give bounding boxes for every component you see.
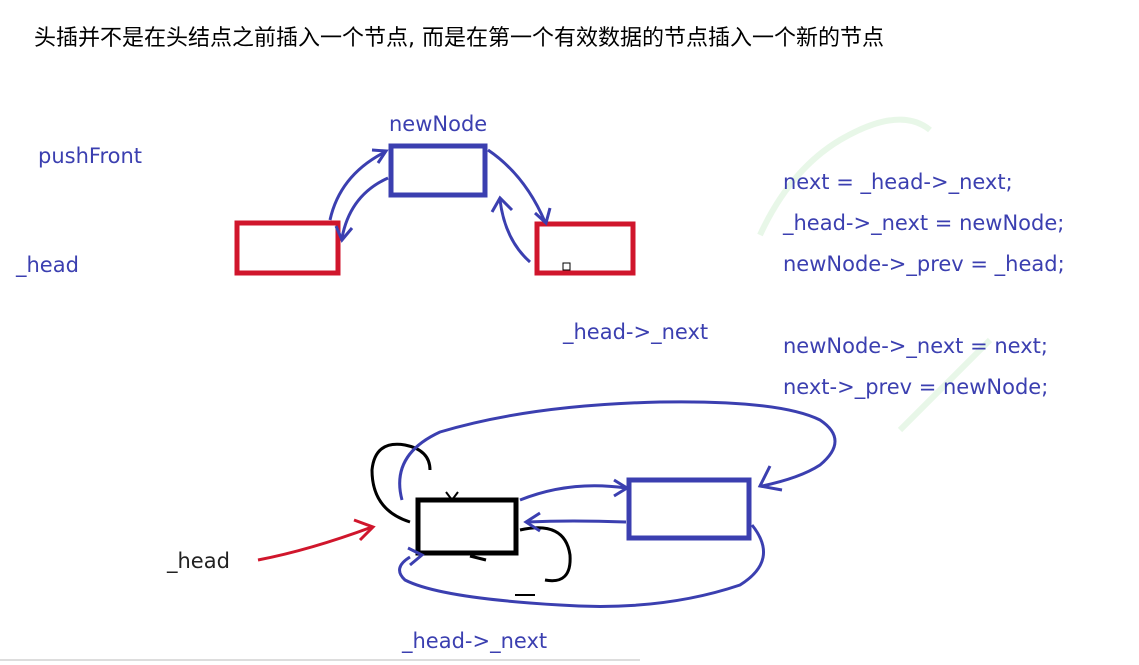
bottom-new-node-box xyxy=(626,477,752,541)
arrow-bottom-head-to-newnode xyxy=(519,484,627,502)
arrow-newnode-to-head xyxy=(340,176,389,239)
arrow-head-to-newnode xyxy=(328,150,386,221)
cursor-marker xyxy=(562,262,571,271)
new-node-box xyxy=(388,143,488,198)
arrowhead-6 xyxy=(523,511,541,533)
code-line: next->_prev = newNode; xyxy=(783,375,1049,399)
self-loop-top-tip xyxy=(445,491,459,502)
arrowhead-4 xyxy=(490,195,514,213)
code-line: newNode->_next = next; xyxy=(783,334,1048,358)
self-loop-bottom-tip xyxy=(469,554,487,562)
head-pointer-arrowhead xyxy=(353,518,376,542)
outer-loop-bottom xyxy=(398,524,766,608)
arrowhead-2 xyxy=(334,225,354,243)
head-pointer-arrow xyxy=(257,525,373,562)
arrowhead-3 xyxy=(533,207,552,226)
watermark xyxy=(757,116,993,433)
bottom-head-label: _head xyxy=(167,549,230,573)
arrow-next-to-newnode xyxy=(498,199,531,264)
arrow-bottom-newnode-to-head xyxy=(527,519,627,524)
pushfront-label: pushFront xyxy=(38,144,143,168)
arrowhead-7 xyxy=(757,465,783,492)
arrowhead-5 xyxy=(613,478,630,498)
arrowhead-8 xyxy=(407,546,425,567)
newnode-label: newNode xyxy=(389,112,488,136)
head-label: _head xyxy=(16,253,79,277)
code-line: next = _head->_next; xyxy=(783,170,1013,194)
head-node-box xyxy=(234,220,341,276)
code-line: _head->_next = newNode; xyxy=(783,211,1065,235)
outer-loop-top xyxy=(398,400,837,501)
next-node-box xyxy=(534,221,636,276)
bottom-head-next-label: _head->_next xyxy=(402,629,548,653)
arrowhead-1 xyxy=(371,148,389,164)
head-next-label: _head->_next xyxy=(563,320,709,344)
code-line: newNode->_prev = _head; xyxy=(783,252,1065,276)
arrow-newnode-to-next xyxy=(487,148,547,223)
bottom-head-node-box xyxy=(415,497,519,556)
self-loop-top xyxy=(370,442,432,524)
self-loop-bottom xyxy=(519,526,572,583)
page-title: 头插并不是在头结点之前插入一个节点, 而是在第一个有效数据的节点插入一个新的节点 xyxy=(34,26,884,51)
